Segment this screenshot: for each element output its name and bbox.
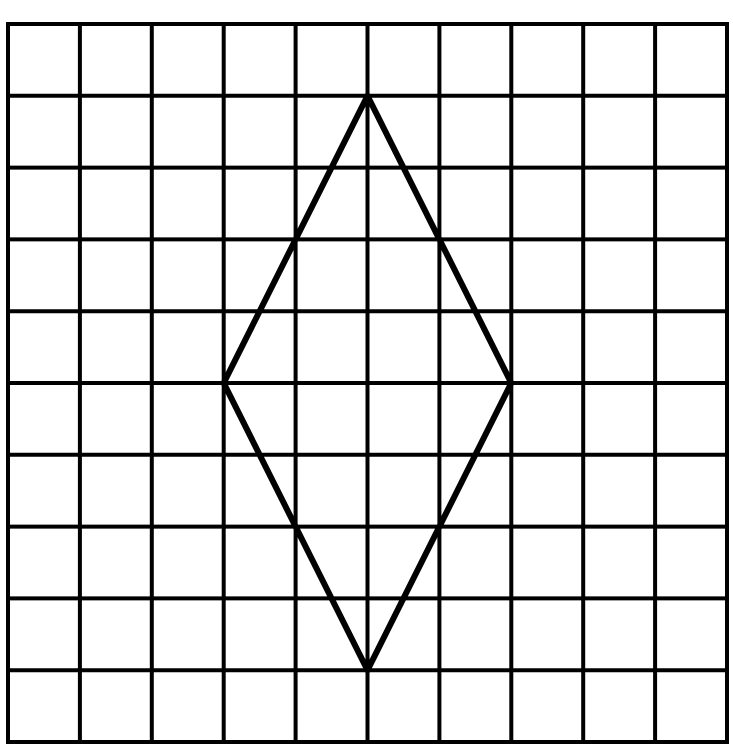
- grid-border: [6, 22, 729, 744]
- rhombus-vertex-bottom: [364, 667, 371, 674]
- rhombus-vertices: [220, 92, 515, 674]
- rhombus-vertex-top: [364, 92, 371, 99]
- rhombus-vertex-right: [508, 380, 515, 386]
- rhombus-vertex-left: [220, 380, 227, 386]
